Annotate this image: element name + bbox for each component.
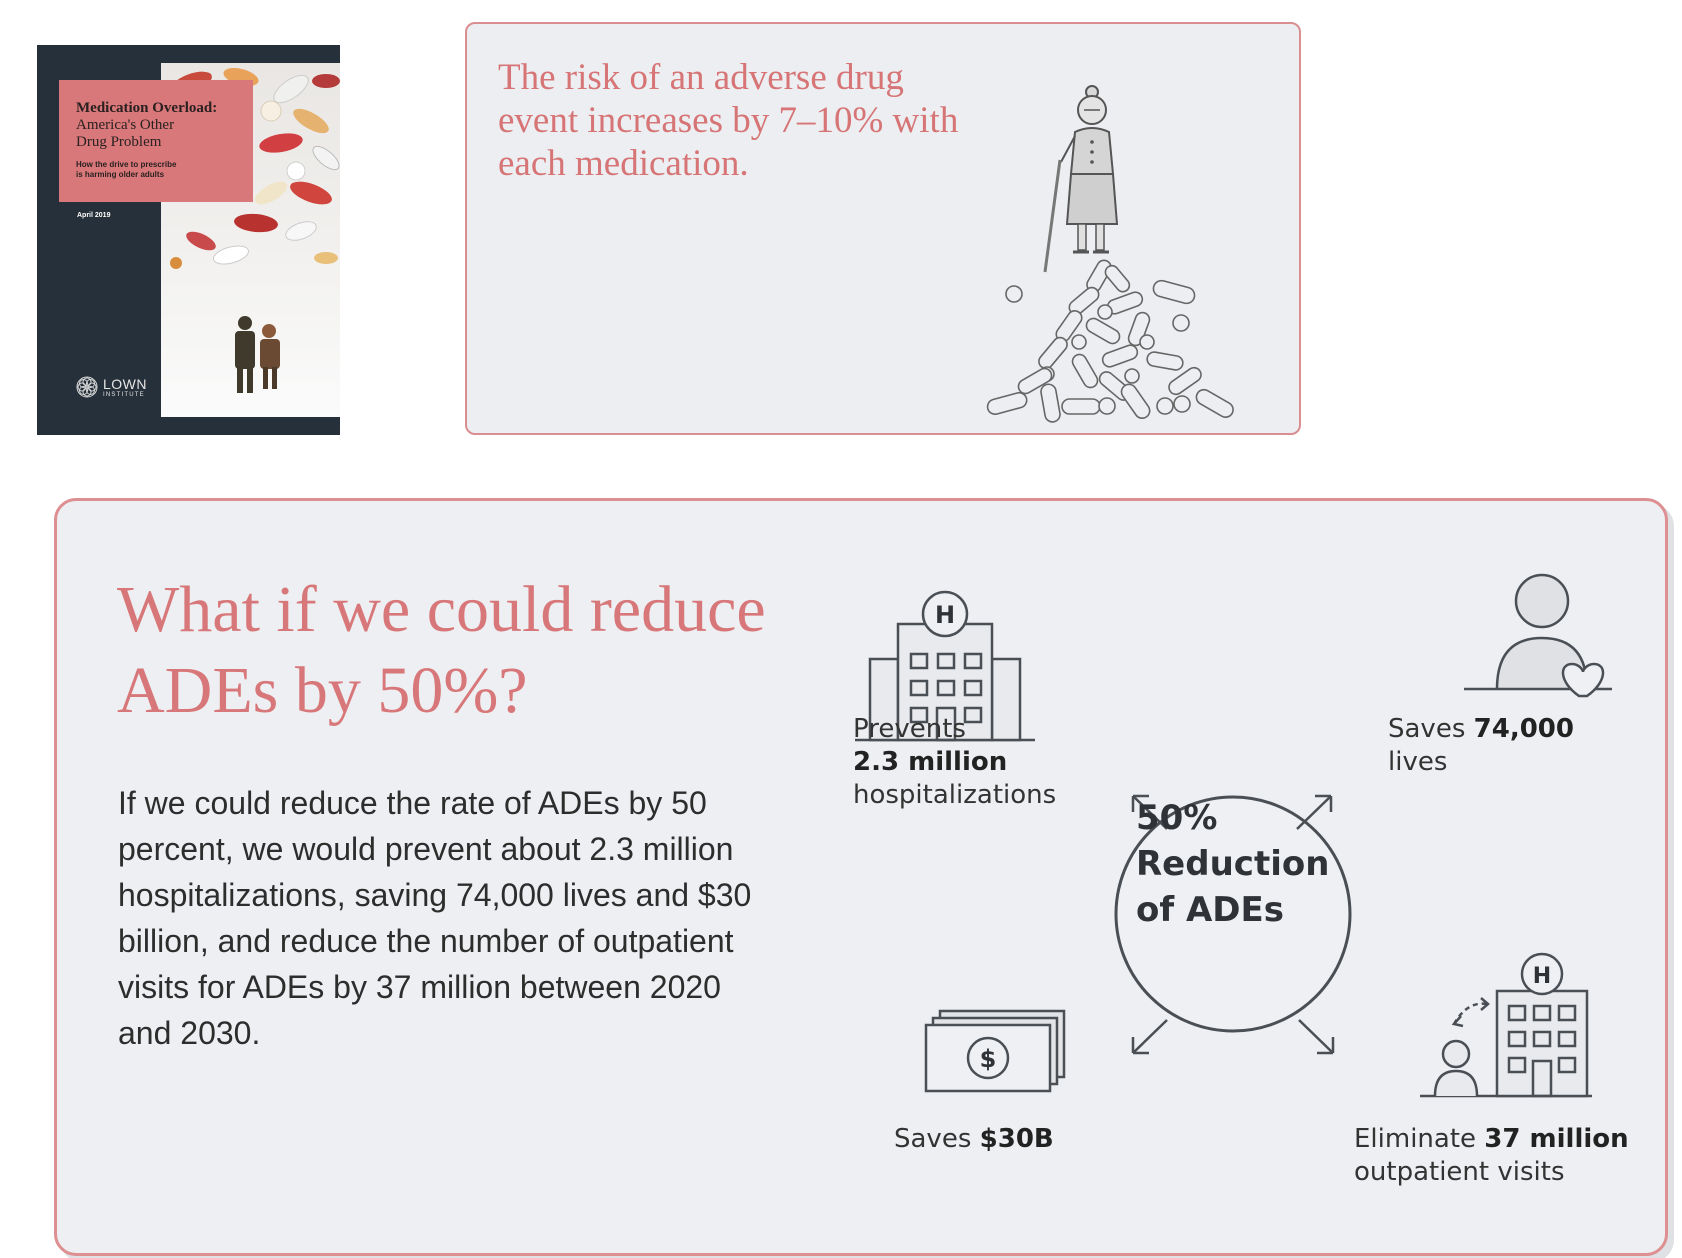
risk-card: The risk of an adverse drug event increa… (465, 22, 1301, 435)
savings-prefix: Saves (894, 1124, 972, 1154)
hospitalizations-value: 2.3 million (853, 747, 1008, 777)
cover-tagline: How the drive to prescribe is harming ol… (76, 160, 177, 179)
elderly-woman-on-pills-illustration (986, 85, 1234, 423)
savings-value: $30B (979, 1124, 1054, 1154)
cover-date: April 2019 (77, 212, 111, 219)
risk-statement: The risk of an adverse drug event increa… (498, 57, 959, 184)
reduction-line2: Reduction (1136, 844, 1330, 884)
lives-value: 74,000 (1473, 714, 1574, 744)
lown-logo-icon (76, 376, 98, 398)
center-circle (1114, 795, 1352, 1033)
elderly-woman-icon (1043, 85, 1119, 273)
reduction-label: 50% Reduction of ADEs (1136, 795, 1376, 933)
cover-title-box: Medication Overload: America's Other Dru… (59, 80, 253, 202)
svg-text:H: H (935, 601, 955, 629)
lives-prefix: Saves (1388, 714, 1466, 744)
logo-sub-text: INSTITUTE (103, 391, 145, 398)
patient-hospital-icon: H (1420, 952, 1592, 1098)
outcome-hospitalizations: Prevents 2.3 million hospitalizations (853, 713, 1093, 812)
outcome-savings: Saves $30B (894, 1123, 1134, 1156)
visits-suffix: outpatient visits (1354, 1157, 1565, 1187)
ade-outcomes-diagram: H $ H (855, 573, 1612, 1098)
ade-heading: What if we could reduce ADEs by 50%? (117, 573, 766, 727)
arrow-icon (1131, 794, 1335, 1055)
logo-main-text: LOWN (103, 375, 147, 392)
hospitalizations-prefix: Prevents (853, 714, 966, 744)
cover-subtitle: America's Other Drug Problem (76, 117, 175, 150)
pill-pile-icon (986, 259, 1234, 423)
person-heart-icon (1464, 573, 1612, 698)
lives-suffix: lives (1388, 747, 1448, 777)
lown-logo: LOWN INSTITUTE (75, 375, 147, 399)
visits-value: 37 million (1484, 1124, 1629, 1154)
reduction-line3: of ADEs (1136, 890, 1284, 930)
outcome-lives: Saves 74,000 lives (1388, 713, 1618, 779)
ade-body-text: If we could reduce the rate of ADEs by 5… (118, 785, 752, 1051)
hospitalizations-suffix: hospitalizations (853, 780, 1057, 810)
ade-card: What if we could reduce ADEs by 50%? If … (54, 498, 1668, 1256)
cash-icon: $ (924, 1009, 1066, 1093)
reduction-line1: 50% (1136, 798, 1218, 838)
report-cover[interactable]: Medication Overload: America's Other Dru… (37, 45, 340, 435)
svg-text:$: $ (980, 1045, 997, 1073)
cover-title: Medication Overload: (76, 100, 218, 116)
visits-prefix: Eliminate (1354, 1124, 1477, 1154)
svg-text:H: H (1533, 964, 1551, 989)
hospital-icon: H (855, 590, 1035, 742)
outcome-outpatient-visits: Eliminate 37 million outpatient visits (1354, 1123, 1674, 1189)
